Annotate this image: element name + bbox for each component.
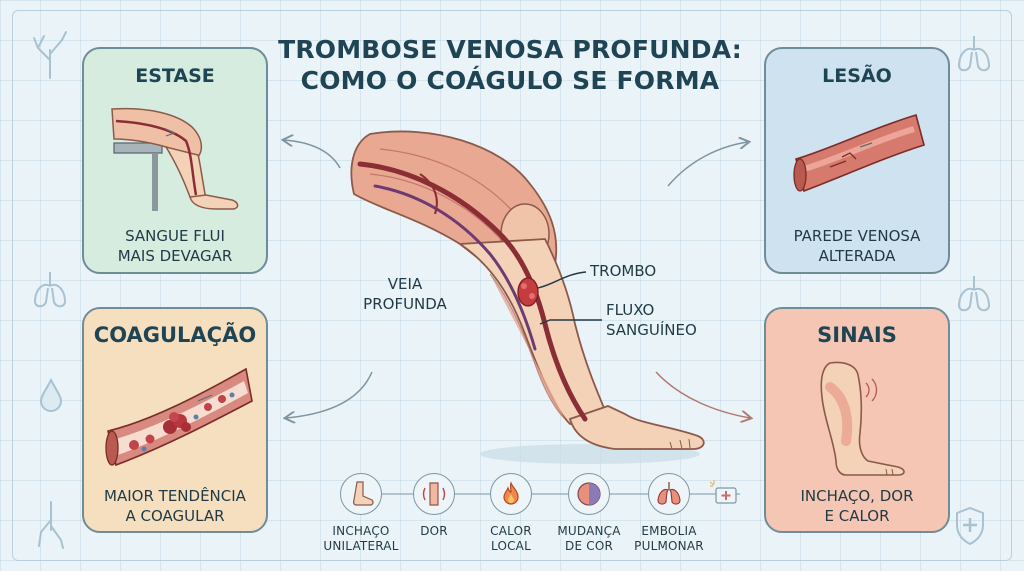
card-estase-caption: SANGUE FLUI MAIS DEVAGAR: [117, 227, 233, 265]
card-estase: ESTASE SANGUE FLUI MAIS DEVAGAR: [82, 47, 268, 274]
lungs-right-icon: [957, 276, 991, 312]
label-fluxo-sanguineo: FLUXO SANGUÍNEO: [606, 301, 697, 339]
sign-embolia: EMBOLIA PULMONAR: [624, 473, 714, 554]
arrow-to-sinais: [655, 371, 750, 418]
sign-mudanca-cor-circle: [568, 473, 610, 515]
label-veia-profunda: VEIA PROFUNDA: [363, 275, 447, 313]
card-coagulacao: COAGULAÇÃO MAIOR TENDÊNCIA A COAGULAR: [82, 307, 268, 533]
card-coagulacao-caption: MAIOR TENDÊNCIA A COAGULAR: [104, 487, 246, 525]
sign-dor: DOR: [389, 473, 479, 539]
swollen-leg-icon: [820, 361, 905, 476]
arrow-to-lesao: [667, 142, 748, 187]
medical-kit-icon: [709, 480, 737, 504]
arrow-to-estase: [284, 140, 341, 169]
flame-icon: [503, 481, 519, 505]
sign-calor: CALOR LOCAL: [466, 473, 556, 554]
sign-inchaco-circle: [340, 473, 382, 515]
seated-leg-icon: [111, 107, 239, 211]
vein-branch-bottom-icon: [38, 501, 64, 549]
arrow-to-coagulacao: [286, 371, 373, 418]
sign-dor-circle: [413, 473, 455, 515]
clot-vessel-icon: [105, 367, 253, 467]
card-sinais-caption: INCHAÇO, DOR E CALOR: [800, 487, 914, 525]
sign-dor-label: DOR: [420, 524, 448, 538]
card-lesao: LESÃO PAREDE VENOSA ALTERADA: [764, 47, 950, 274]
title-text: TROMBOSE VENOSA PROFUNDA: COMO O COÁGULO…: [278, 35, 742, 95]
leg-illustration: [350, 130, 705, 464]
card-lesao-title: LESÃO: [822, 65, 892, 87]
card-estase-title: ESTASE: [135, 65, 215, 87]
sign-inchaco: INCHAÇO UNILATERAL: [316, 473, 406, 554]
card-lesao-caption: PAREDE VENOSA ALTERADA: [793, 227, 921, 265]
card-sinais: SINAIS INCHAÇO, DOR E CALOR: [764, 307, 950, 533]
color-change-icon: [577, 482, 601, 506]
shield-icon: [956, 506, 984, 546]
label-trombo: TROMBO: [590, 262, 657, 280]
lungs-top-right-icon: [957, 36, 991, 72]
lungs-deco-icon: [33, 272, 67, 308]
sign-calor-circle: [490, 473, 532, 515]
sign-mudanca-cor-label: MUDANÇA DE COR: [557, 524, 621, 553]
vein-branch-icon: [33, 31, 67, 79]
page-title: TROMBOSE VENOSA PROFUNDA: COMO O COÁGULO…: [250, 34, 770, 96]
card-coagulacao-title: COAGULAÇÃO: [93, 323, 257, 347]
outer-frame: [12, 10, 1012, 561]
sign-calor-label: CALOR LOCAL: [490, 524, 532, 553]
sign-inchaco-label: INCHAÇO UNILATERAL: [323, 524, 399, 553]
card-sinais-title: SINAIS: [817, 323, 897, 347]
swollen-foot-icon: [353, 481, 374, 506]
drop-deco-icon: [39, 378, 63, 412]
sign-mudanca-cor: MUDANÇA DE COR: [544, 473, 634, 554]
pain-leg-icon: [422, 482, 446, 506]
lungs-icon: [657, 482, 681, 505]
damaged-vessel-icon: [793, 113, 925, 193]
sign-embolia-circle: [648, 473, 690, 515]
sign-embolia-label: EMBOLIA PULMONAR: [634, 524, 704, 553]
